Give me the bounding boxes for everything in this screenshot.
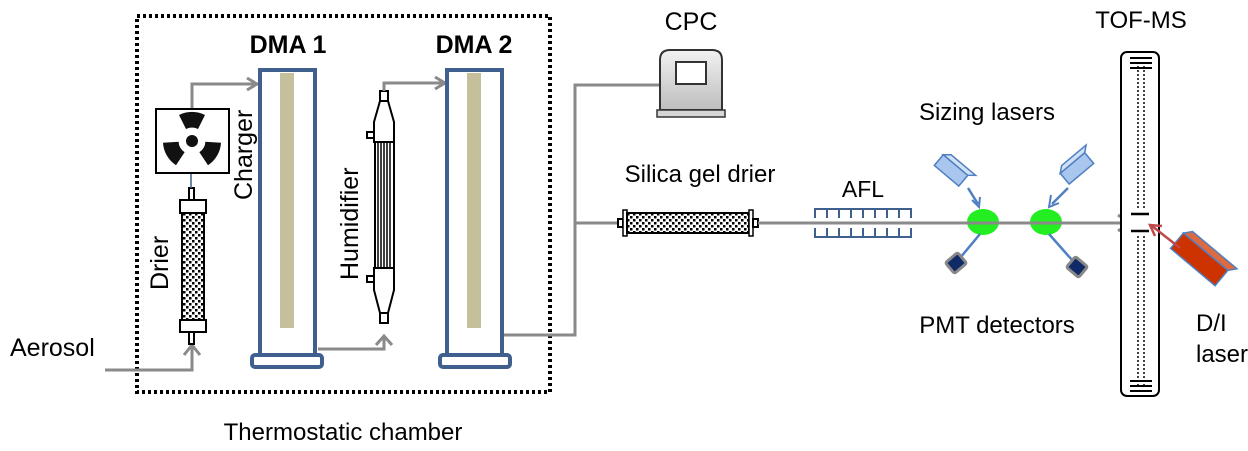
pmt-detectors-label: PMT detectors <box>919 312 1075 339</box>
dma2-outlet-pipe <box>504 83 660 337</box>
humidifier-label: Humidifier <box>336 167 364 280</box>
cpc-instrument <box>656 49 726 118</box>
humidifier <box>366 75 448 324</box>
thermostatic-chamber-label: Thermostatic chamber <box>224 419 463 446</box>
afl-label: AFL <box>842 176 884 202</box>
di-laser-label-line2: laser <box>1196 341 1248 368</box>
dma2-label: DMA 2 <box>436 31 513 59</box>
aerodynamic-focusing-lens <box>814 208 912 238</box>
sizing-laser-2 <box>1047 143 1095 209</box>
cpc-label: CPC <box>665 8 718 36</box>
charger <box>155 76 260 174</box>
sizing-lasers-label: Sizing lasers <box>919 99 1055 126</box>
tof-ms-label: TOF-MS <box>1095 7 1187 34</box>
silica-gel-drier <box>617 209 759 237</box>
sizing-laser-1 <box>933 153 981 210</box>
charger-label: Charger <box>230 110 258 200</box>
radiation-icon <box>162 111 222 166</box>
drier <box>179 168 207 345</box>
dma1-to-humidifier-pipe <box>318 333 394 351</box>
pmt-detector-1 <box>944 233 981 275</box>
dma1-column <box>250 68 324 369</box>
aerosol-inlet-pipe <box>105 342 202 372</box>
pmt-detector-2 <box>1048 233 1089 279</box>
drier-label: Drier <box>146 236 174 290</box>
dma1-label: DMA 1 <box>250 31 327 59</box>
desorption-ionization-laser <box>1147 223 1239 287</box>
di-laser-label-line1: D/I <box>1196 310 1227 337</box>
aerosol-label: Aerosol <box>10 334 95 362</box>
silica-gel-drier-label: Silica gel drier <box>625 161 776 188</box>
thermostatic-chamber-box <box>135 14 552 394</box>
tof-ms-instrument <box>1120 51 1160 397</box>
dma2-column <box>438 68 512 369</box>
